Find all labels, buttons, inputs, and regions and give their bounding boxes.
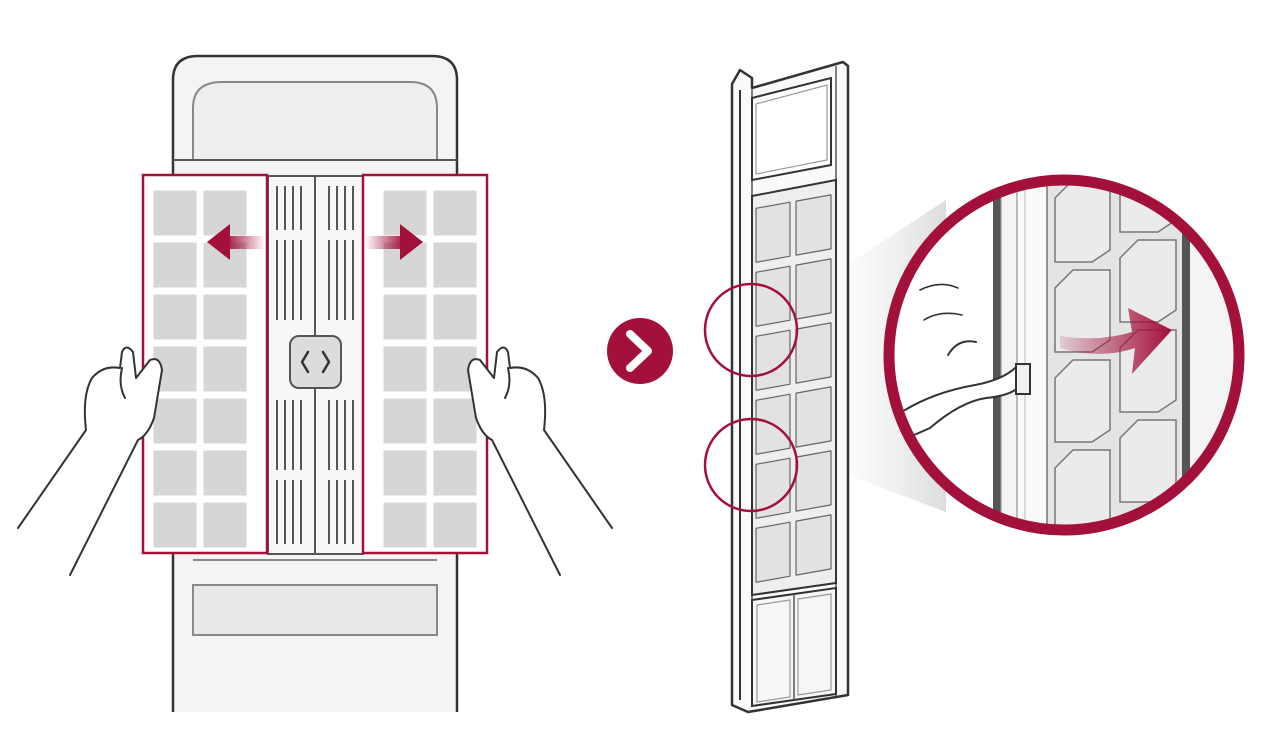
filter-cell (152, 449, 198, 497)
zoom-filter-cell (1054, 359, 1111, 443)
filter-cell (152, 189, 198, 237)
slide-right-arrow-icon (365, 224, 423, 260)
filter-cell (755, 521, 791, 583)
filter-cell (202, 449, 248, 497)
center-button (289, 335, 342, 389)
zoom-filter-cell (1054, 180, 1111, 263)
center-grille (267, 175, 364, 555)
filter-cell (432, 293, 478, 341)
filter-cell (152, 293, 198, 341)
filter-cell (795, 514, 832, 576)
filter-cell (152, 397, 198, 445)
filter-cell (795, 322, 832, 384)
filter-cell (432, 397, 478, 445)
chevron-right-circle-icon (607, 318, 673, 384)
filter-cell (382, 397, 428, 445)
filter-cell (202, 345, 248, 393)
filter-cell (382, 501, 428, 549)
unit-top-panel (192, 81, 438, 161)
filter-cell (382, 345, 428, 393)
filter-cell (202, 293, 248, 341)
latch-highlight-upper (703, 282, 799, 378)
latch-tab (1015, 363, 1031, 395)
pull-arrow-icon (1060, 308, 1172, 374)
step-1-unit (17, 54, 613, 712)
filter-cell (755, 457, 791, 519)
filter-cell (795, 258, 832, 320)
filter-cell (152, 501, 198, 549)
filter-cell (755, 265, 791, 327)
filter-cell (382, 449, 428, 497)
filter-cell (795, 450, 832, 512)
slide-left-arrow-icon (207, 224, 265, 260)
right-hand-icon (467, 346, 613, 576)
zoom-filter-cell (1055, 540, 1110, 622)
filter-cell (152, 241, 198, 289)
filter-cell (432, 241, 478, 289)
filter-cell (382, 293, 428, 341)
left-hand-icon (17, 346, 163, 576)
filter-cell (432, 189, 478, 237)
zoom-filter-cell (1055, 90, 1110, 172)
filter-cell (795, 194, 832, 256)
unit-bottom-panel (192, 584, 438, 636)
filter-cell (432, 449, 478, 497)
magnified-view (883, 60, 1245, 622)
zoom-filter-cell (1054, 449, 1111, 530)
chevron-left-right-icon (300, 350, 331, 374)
zoom-filter-cell (1120, 60, 1176, 142)
zoom-filter-cell (1119, 239, 1177, 323)
filter-cell (202, 397, 248, 445)
filter-cell (795, 386, 832, 448)
latch-highlight-lower (703, 417, 799, 513)
filter-cell (755, 201, 791, 263)
right-filter (361, 173, 489, 555)
filter-cell (432, 501, 478, 549)
filter-cell (202, 501, 248, 549)
left-filter (141, 173, 269, 555)
